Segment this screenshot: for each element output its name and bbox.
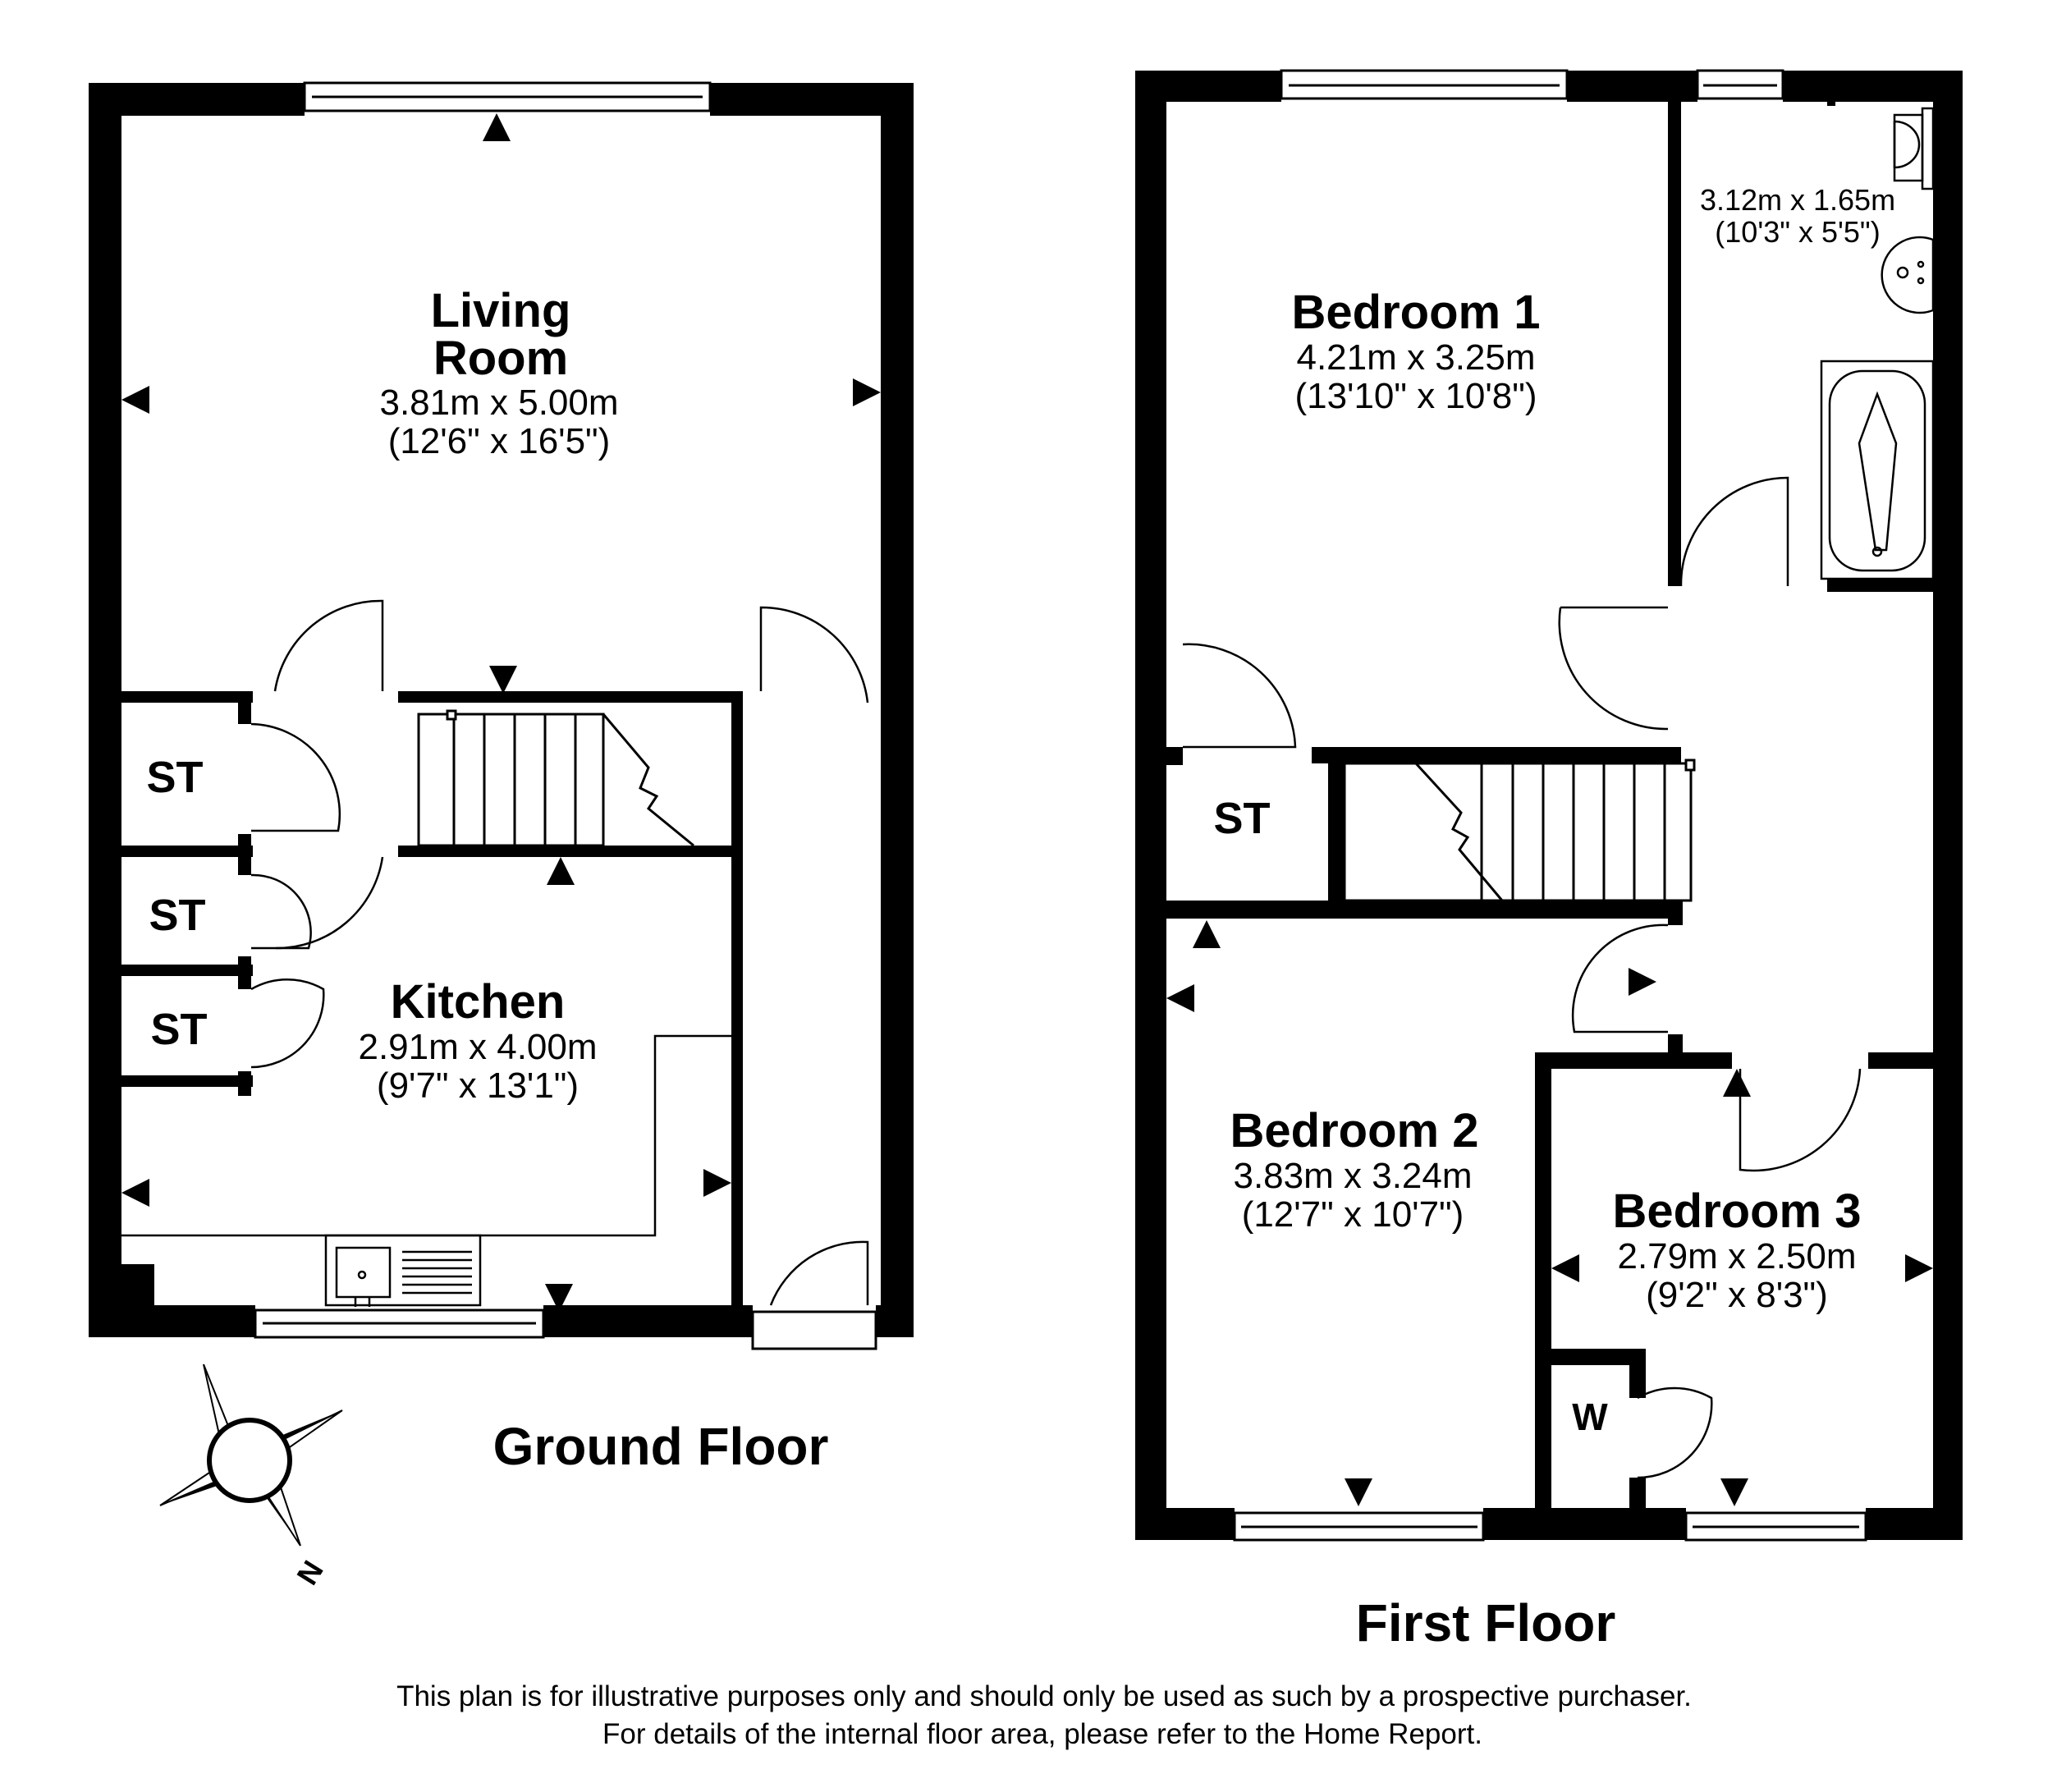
first-staircase <box>1343 759 1696 902</box>
first-windows <box>1233 69 1867 1542</box>
storage-label: ST <box>1213 794 1270 843</box>
compass-icon: N <box>159 1363 343 1591</box>
arrow-down-icon <box>545 1284 573 1312</box>
disclaimer-line-1: This plan is for illustrative purposes o… <box>396 1680 1692 1712</box>
first-outer-walls <box>1135 71 1963 1540</box>
bedroom2-imperial: (12'7" x 10'7") <box>1242 1194 1464 1235</box>
ground-floor-title: Ground Floor <box>493 1417 829 1476</box>
wardrobe-label: W <box>1572 1396 1608 1438</box>
bedroom1-metric: 4.21m x 3.25m <box>1296 337 1535 378</box>
arrow-down-icon <box>1720 1478 1748 1506</box>
storage-label: ST <box>149 891 205 940</box>
arrow-left-icon <box>121 1179 149 1207</box>
basin <box>1881 236 1935 314</box>
arrow-right-icon <box>1905 1254 1933 1282</box>
arrow-left-icon <box>1551 1254 1579 1282</box>
arrow-up-icon <box>1193 920 1221 948</box>
arrow-left-icon <box>121 386 149 414</box>
arrow-up-icon <box>1723 1069 1751 1097</box>
living-room-name: Living <box>431 284 571 337</box>
arrow-down-icon <box>489 666 517 694</box>
arrow-left-icon <box>1166 984 1194 1012</box>
storage-label: ST <box>150 1005 207 1054</box>
bedroom2-metric: 3.83m x 3.24m <box>1233 1156 1472 1196</box>
arrow-up-icon <box>547 857 575 885</box>
bathtub <box>1820 360 1935 580</box>
bedroom2-name: Bedroom 2 <box>1230 1104 1479 1157</box>
bathroom-imperial: (10'3" x 5'5") <box>1715 215 1880 249</box>
disclaimer-line-2: For details of the internal floor area, … <box>602 1718 1482 1750</box>
first-doors <box>1182 476 1862 1479</box>
first-measure-arrows <box>1166 920 1933 1506</box>
living-room-metric: 3.81m x 5.00m <box>379 383 618 423</box>
bedroom3-imperial: (9'2" x 8'3") <box>1646 1275 1828 1315</box>
bedroom3-name: Bedroom 3 <box>1613 1185 1862 1238</box>
ground-outer-walls <box>89 83 914 1337</box>
first-floor-plan: Bedroom 1 4.21m x 3.25m (13'10" x 10'8")… <box>1135 69 1963 1652</box>
ground-floor-plan: Living Room 3.81m x 5.00m (12'6" x 16'5"… <box>89 81 914 1476</box>
compass-north-label: N <box>290 1555 330 1591</box>
arrow-up-icon <box>483 113 511 141</box>
ground-internal-walls <box>121 691 743 1305</box>
bathroom-metric: 3.12m x 1.65m <box>1700 183 1895 217</box>
arrow-right-icon <box>703 1169 731 1197</box>
bedroom3-metric: 2.79m x 2.50m <box>1617 1236 1856 1276</box>
toilet <box>1893 120 1921 169</box>
front-door-step <box>751 1310 877 1350</box>
kitchen-name: Kitchen <box>391 975 566 1029</box>
arrow-down-icon <box>1345 1478 1372 1506</box>
first-floor-title: First Floor <box>1356 1593 1615 1652</box>
bathroom-fixtures <box>1820 107 1935 580</box>
storage-label: ST <box>146 753 203 802</box>
kitchen-metric: 2.91m x 4.00m <box>358 1027 597 1067</box>
living-room-imperial: (12'6" x 16'5") <box>388 421 611 461</box>
ground-staircase <box>417 709 694 847</box>
ground-measure-arrows <box>121 113 881 1312</box>
arrow-right-icon <box>1629 968 1656 996</box>
bedroom1-name: Bedroom 1 <box>1292 286 1541 339</box>
first-internal-walls <box>1166 102 1933 1540</box>
kitchen-counter <box>121 1034 731 1307</box>
bedroom1-imperial: (13'10" x 10'8") <box>1294 376 1537 416</box>
ground-doors <box>250 599 869 1306</box>
ground-windows <box>254 81 877 1350</box>
living-room-name-2: Room <box>433 332 568 385</box>
arrow-right-icon <box>853 378 881 406</box>
kitchen-imperial: (9'7" x 13'1") <box>377 1066 579 1106</box>
